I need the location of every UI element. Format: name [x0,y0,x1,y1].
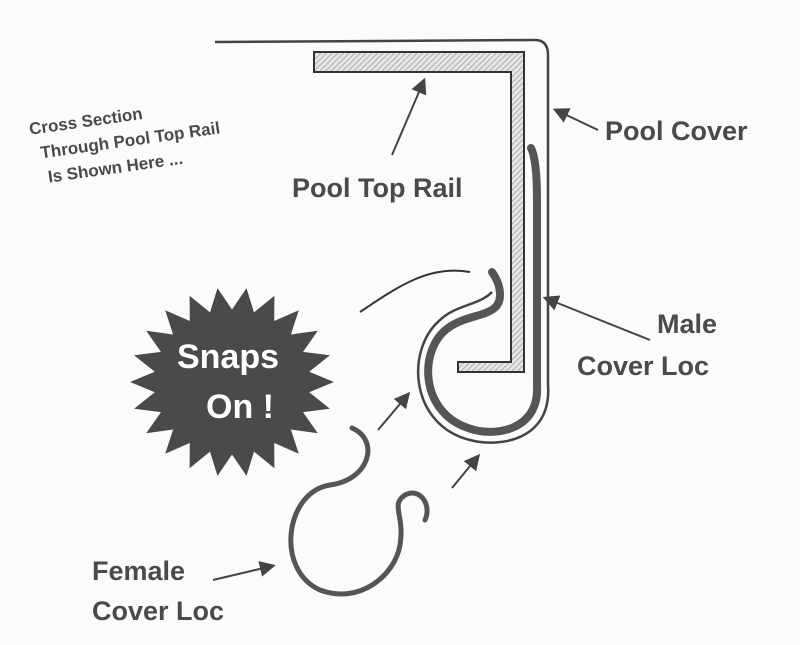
snaps-on-line-1: Snaps [177,338,279,376]
snaps-on-starburst [130,288,334,476]
arrows [212,77,651,581]
snaps-on-line-2: On ! [206,388,274,426]
male-cover-loc-label-1: Male [657,309,717,339]
male-cover-loc-label-2: Cover Loc [577,351,709,381]
arrow-male-cover-loc [542,295,651,341]
male-cover-loc-shape [424,144,542,436]
arrow-pool-cover [552,108,599,131]
arrow-snap-1 [377,391,411,431]
female-cover-loc-shape [288,425,430,597]
pool-cover-label: Pool Cover [605,116,748,146]
pool-top-rail-shape [313,51,525,373]
pool-top-rail-label: Pool Top Rail [292,173,463,203]
arrow-snap-2 [451,453,481,489]
female-cover-loc-label-1: Female [92,556,185,586]
arrow-female-cover-loc [212,561,276,581]
connector-line [359,269,471,313]
pool-cover-shape [214,38,550,444]
female-cover-loc-label-2: Cover Loc [92,596,224,626]
arrow-pool-top-rail [391,77,427,156]
